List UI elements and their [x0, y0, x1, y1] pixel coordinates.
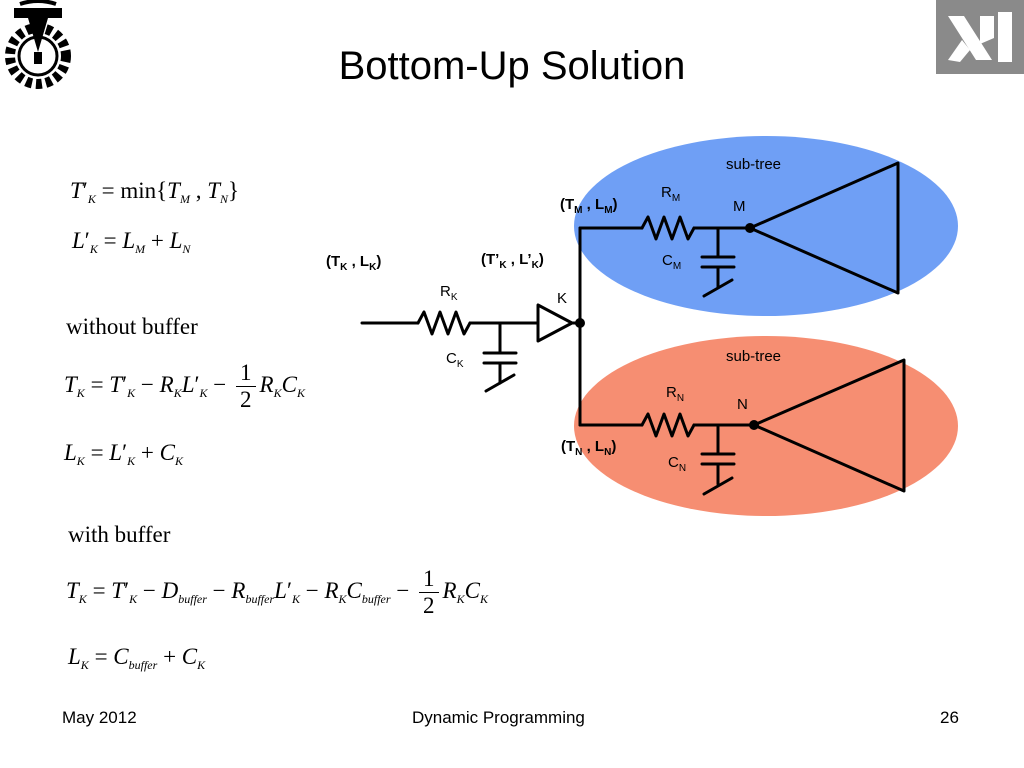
equation-t-k-with-buffer: TK = T′K − Dbuffer − RbufferL′K − RKCbuf… — [66, 566, 488, 618]
footer-page-number: 26 — [940, 708, 959, 727]
section-with-buffer: with buffer — [68, 522, 171, 547]
slide-title: Bottom-Up Solution — [338, 44, 686, 88]
node-n-label: N — [737, 396, 748, 413]
subtree-bottom-triangle — [752, 358, 906, 493]
subtree-top-label: sub-tree — [726, 156, 782, 173]
equation-l-k-without-buffer: LK = L′K + CK — [64, 440, 183, 468]
equation-l-k-prime: L′K = LM + LN — [72, 228, 191, 256]
subtree-top-triangle — [748, 161, 900, 295]
equation-l-k-with-buffer: LK = Cbuffer + CK — [68, 644, 206, 672]
subtree-bottom-label: sub-tree — [726, 348, 782, 365]
capacitor-cm-label: CM — [662, 252, 682, 272]
node-n-dot — [749, 420, 759, 430]
equation-t-k-prime: T′K = min{TM , TN} — [70, 178, 240, 206]
pair-tn-ln-label: (TN , LN) — [561, 438, 617, 458]
section-without-buffer: without buffer — [66, 314, 198, 339]
footer-date: May 2012 — [62, 708, 137, 727]
pair-tk-prime-lk-prime-label: (T’K , L’K) — [481, 251, 544, 271]
footer-title: Dynamic Programming — [412, 708, 585, 727]
resistor-rm-label: RM — [661, 184, 681, 204]
node-m-dot — [745, 223, 755, 233]
capacitor-cn-label: CN — [668, 454, 687, 474]
resistor-rk-label: RK — [440, 283, 458, 303]
resistor-rm — [640, 215, 696, 241]
pair-tm-lm-label: (TM , LM) — [560, 196, 618, 216]
node-m-label: M — [733, 198, 746, 215]
node-k-dot — [575, 318, 585, 328]
university-logo-icon — [0, 0, 76, 94]
pair-tk-lk-label: (TK , LK) — [326, 253, 382, 273]
buffer-triangle — [536, 303, 574, 343]
node-k-label: K — [557, 290, 568, 307]
resistor-rk — [416, 310, 472, 336]
subtree-top-ellipse — [574, 136, 958, 316]
department-logo-icon — [936, 0, 1024, 74]
capacitor-ck-label: CK — [446, 350, 464, 370]
resistor-rn — [640, 412, 696, 438]
resistor-rn-label: RN — [666, 384, 685, 404]
